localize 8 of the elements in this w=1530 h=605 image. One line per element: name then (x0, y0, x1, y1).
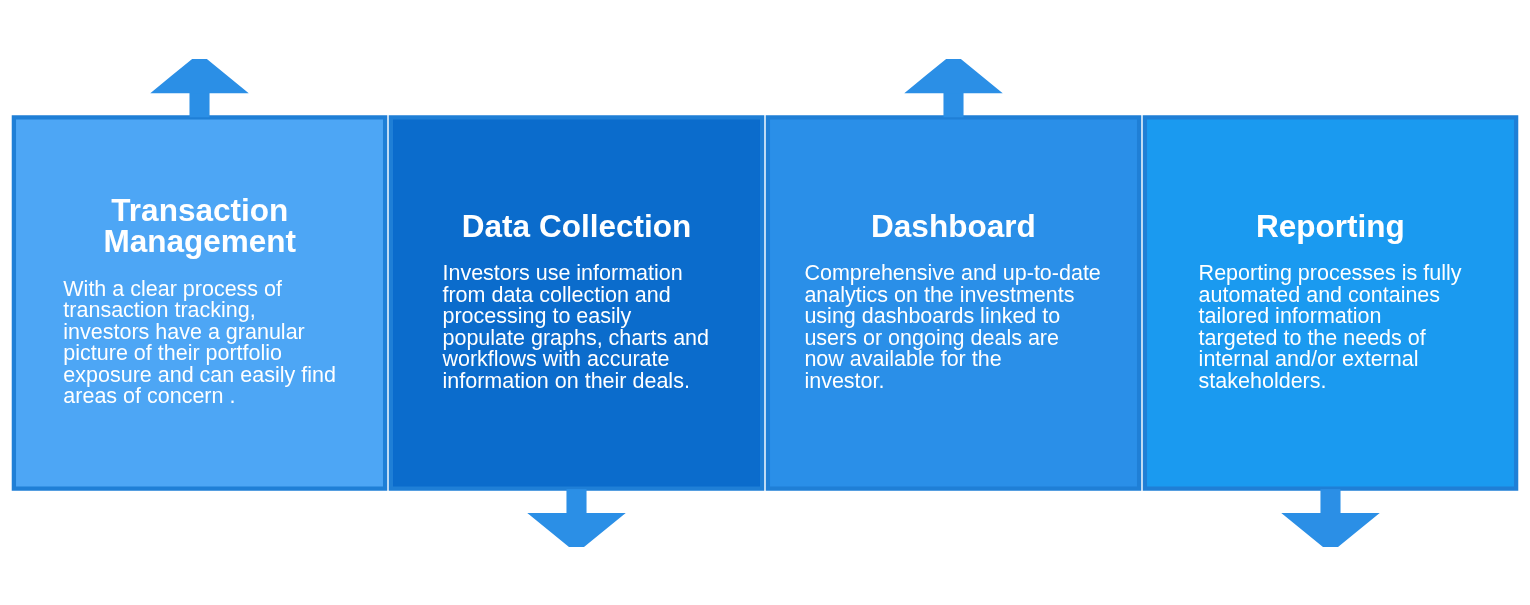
node-box: Transaction Management With a clear process of transaction tracking, investors have a granular picture of their portfolio exposure and can easily find areas of concern . (11, 114, 388, 491)
node-box: Dashboard Comprehensive and up-to-date analytics on the investments using dashboards linked to users or ongoing deals are now available for the investor. (765, 114, 1142, 491)
arrow (527, 488, 626, 547)
node-box: Data Collection Investors use information from data collection and processing to easily populate graphs, charts and workflows with accurate information on their deals. (388, 114, 765, 491)
node-box: Reporting Reporting processes is fully automated and containes tailored information targeted to the needs of internal and/or external stakeholders. (1142, 114, 1519, 491)
arrow (904, 58, 1003, 117)
arrow (1281, 488, 1380, 547)
arrow (150, 58, 249, 117)
